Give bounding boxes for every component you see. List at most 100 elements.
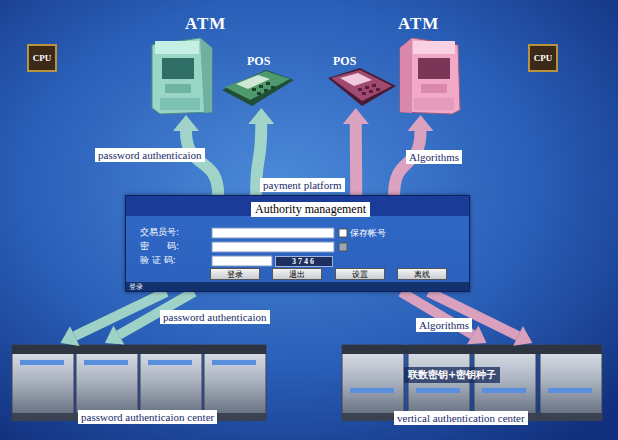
node-text: CPU	[530, 46, 556, 70]
server-rack-left-part	[20, 360, 64, 365]
atm-terminal: ATM	[148, 12, 243, 115]
node-text: ATM	[185, 14, 226, 34]
form-fields-part	[212, 242, 334, 252]
pos-terminal-left-part-part	[252, 88, 256, 91]
server-rack-left-part	[12, 345, 74, 419]
node-text: POS	[333, 54, 356, 69]
pos-terminal-left-part	[252, 82, 275, 95]
pos-terminal-right-part-part	[365, 86, 369, 89]
pos-terminal-right-part	[331, 70, 392, 101]
atm-machine-right-part	[400, 38, 460, 114]
atm-machine-right-part	[418, 58, 450, 79]
atm-machine-right-part	[400, 38, 412, 113]
server-rack-left-part	[212, 360, 256, 365]
node-text: 设置	[336, 269, 384, 279]
pos-terminal-left-part	[236, 75, 270, 89]
server-rack-left-part	[140, 345, 202, 419]
arrow-head	[105, 326, 124, 345]
pos-terminal-right-part-part	[376, 88, 380, 91]
pos-terminal-left-part-part	[257, 92, 261, 95]
node-text: password authenticaion center	[78, 410, 217, 424]
pos-terminal-right-part	[358, 84, 380, 95]
node-text: vertical authentication center	[394, 411, 528, 425]
pos-terminal: POS	[220, 52, 295, 108]
text-label: 密 码:	[140, 241, 179, 252]
server-rack-right-part	[482, 388, 526, 393]
server-rack-left-part	[148, 360, 192, 365]
server-rack-left-part	[12, 345, 266, 354]
text-label: 保存帐号	[350, 228, 386, 239]
node-text: POS	[247, 54, 270, 69]
form-fields-part	[339, 229, 347, 237]
node-text: 3746	[276, 257, 332, 266]
edge-label: Algorithms	[416, 318, 472, 332]
pos-terminal-left-part-part	[266, 82, 270, 85]
server-center: password authenticaion center	[8, 343, 270, 428]
arrow-head	[343, 108, 369, 124]
server-rack-left-part	[76, 345, 138, 419]
pos-terminal-right-part-part	[362, 92, 366, 95]
pos-terminal-left-part	[225, 71, 290, 100]
node-text: 退出	[273, 269, 321, 279]
text-label: payment platform	[260, 178, 345, 192]
atm-machine-right-part	[414, 98, 454, 110]
text-label: 交易员号:	[140, 227, 179, 238]
pos-terminal-left-part-part	[271, 86, 275, 89]
arrow-head	[513, 326, 532, 346]
pos-terminal-left-part	[222, 70, 294, 106]
arrow-head	[248, 108, 274, 124]
arrow-head	[173, 115, 199, 131]
server-rack-right-part	[416, 388, 460, 393]
atm-machine-left-part	[152, 38, 212, 114]
pos-terminal-right-part-part	[358, 88, 362, 91]
pos-terminal-left-part-part	[259, 85, 263, 88]
node-text: 登录	[211, 269, 259, 279]
node-text: ATM	[398, 14, 439, 34]
text-label: 登录	[129, 283, 143, 292]
server-rack-left-part	[204, 345, 266, 419]
node-text: 离线	[398, 269, 446, 279]
server-rack-right-part	[540, 345, 602, 419]
form-button: 登录	[210, 268, 260, 280]
flow-arrow	[343, 108, 369, 195]
form-fields-part	[212, 228, 334, 238]
server-rack-right-part	[350, 388, 394, 393]
atm-machine-left-part	[200, 38, 212, 113]
server-rack-left-part	[84, 360, 128, 365]
edge-label: password authenticaion	[95, 148, 205, 162]
form-fields-part	[339, 243, 347, 251]
form-button: 离线	[397, 268, 447, 280]
pos-terminal-right-part-part	[372, 84, 376, 87]
form-fields-part	[212, 256, 272, 266]
server-center: vertical authentication center联数密钥+密钥种子	[338, 343, 608, 428]
edge-label: password authenticaion	[160, 310, 270, 324]
edge-label: Algorithms	[406, 150, 462, 164]
pos-terminal-right-part-part	[369, 90, 373, 93]
pos-terminal-left	[222, 70, 294, 106]
arrow-shaft	[186, 131, 218, 195]
atm-machine-left-part	[160, 98, 200, 110]
atm-machine-right-part	[413, 41, 455, 54]
cpu-chip: CPU	[27, 44, 57, 72]
captcha-box: 3746	[275, 256, 333, 267]
form-button: 退出	[272, 268, 322, 280]
cpu-chip: CPU	[528, 44, 558, 72]
node-text: Authority management	[251, 202, 370, 217]
arrow-head	[60, 326, 79, 346]
node-text: CPU	[29, 46, 55, 70]
atm-machine-right-part	[421, 84, 447, 93]
atm-machine-left-part	[165, 84, 191, 93]
arrow-head	[408, 115, 434, 131]
form-button: 设置	[335, 268, 385, 280]
server-rack-right-part	[342, 345, 404, 419]
atm-machine-right	[400, 38, 460, 114]
pos-terminal-right	[328, 68, 396, 106]
server-rack-right	[342, 345, 602, 421]
text-label: 验 证 码:	[140, 255, 176, 266]
pos-terminal-left-part-part	[264, 89, 268, 92]
pos-terminal-right-part	[340, 73, 372, 86]
